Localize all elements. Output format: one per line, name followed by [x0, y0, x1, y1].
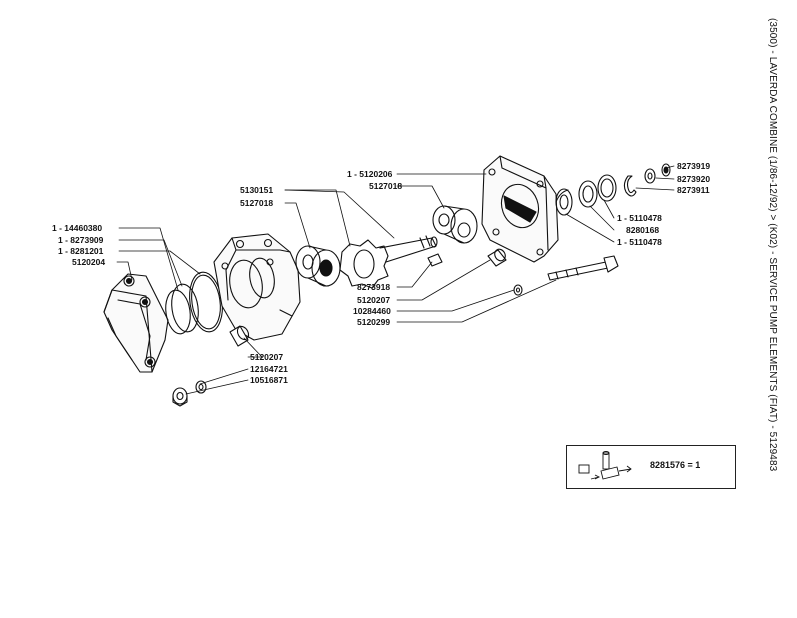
seal-part: [555, 188, 573, 216]
label-5110478-upper: 1 - 5110478: [617, 213, 662, 223]
label-10284460: 10284460: [353, 306, 391, 316]
gear-shaft-part: [339, 235, 438, 289]
bolt-part: [547, 255, 619, 281]
rear-cover-part: [103, 273, 169, 373]
tool-kit-icon: [578, 451, 632, 480]
gear-bushing-right-part: [432, 205, 478, 244]
label-8273920: 8273920: [677, 174, 711, 184]
washer-part: [195, 380, 207, 394]
label-5130151: 5130151: [240, 185, 274, 195]
dowel-pin-part: [229, 325, 250, 347]
label-14460380: 1 - 14460380: [52, 223, 103, 233]
kit-legend-box: 8281576 = 1: [566, 445, 736, 489]
label-5110478-lower: 1 - 5110478: [617, 237, 662, 247]
bearing-rings-part: [578, 174, 617, 208]
front-cover-part: [481, 155, 559, 263]
label-5120204: 5120204: [72, 257, 106, 267]
pump-body-part: [213, 233, 301, 341]
label-8273909: 1 - 8273909: [58, 235, 104, 245]
leader-lines: [116, 165, 675, 395]
small-seal-parts: [644, 163, 671, 184]
label-5120206: 1 - 5120206: [347, 169, 393, 179]
label-8273919: 8273919: [677, 161, 711, 171]
page-title: (3500) - LAVERDA COMBINE (1/86-12/92) > …: [767, 18, 778, 472]
dowel-pin-upper-part: [487, 248, 507, 267]
label-10516871: 10516871: [250, 375, 288, 385]
label-8273911: 8273911: [677, 185, 710, 195]
label-8280168: 8280168: [626, 225, 660, 235]
label-5127018-right: 5127018: [369, 181, 403, 191]
o-rings-part: [165, 271, 223, 335]
label-8281201: 1 - 8281201: [58, 246, 104, 256]
gear-bushing-left-part: [295, 245, 341, 287]
circlip-part: [623, 175, 637, 197]
label-5127018-left: 5127018: [240, 198, 274, 208]
kit-legend-text: 8281576 = 1: [650, 460, 701, 470]
label-5120207-upper: 5120207: [357, 295, 391, 305]
label-12164721: 12164721: [250, 364, 288, 374]
label-5120207-lower: 5120207: [250, 352, 284, 362]
bolt-washer-part: [513, 284, 523, 296]
label-8273918: 8273918: [357, 282, 391, 292]
nut-part: [172, 387, 188, 407]
label-5120299: 5120299: [357, 317, 391, 327]
